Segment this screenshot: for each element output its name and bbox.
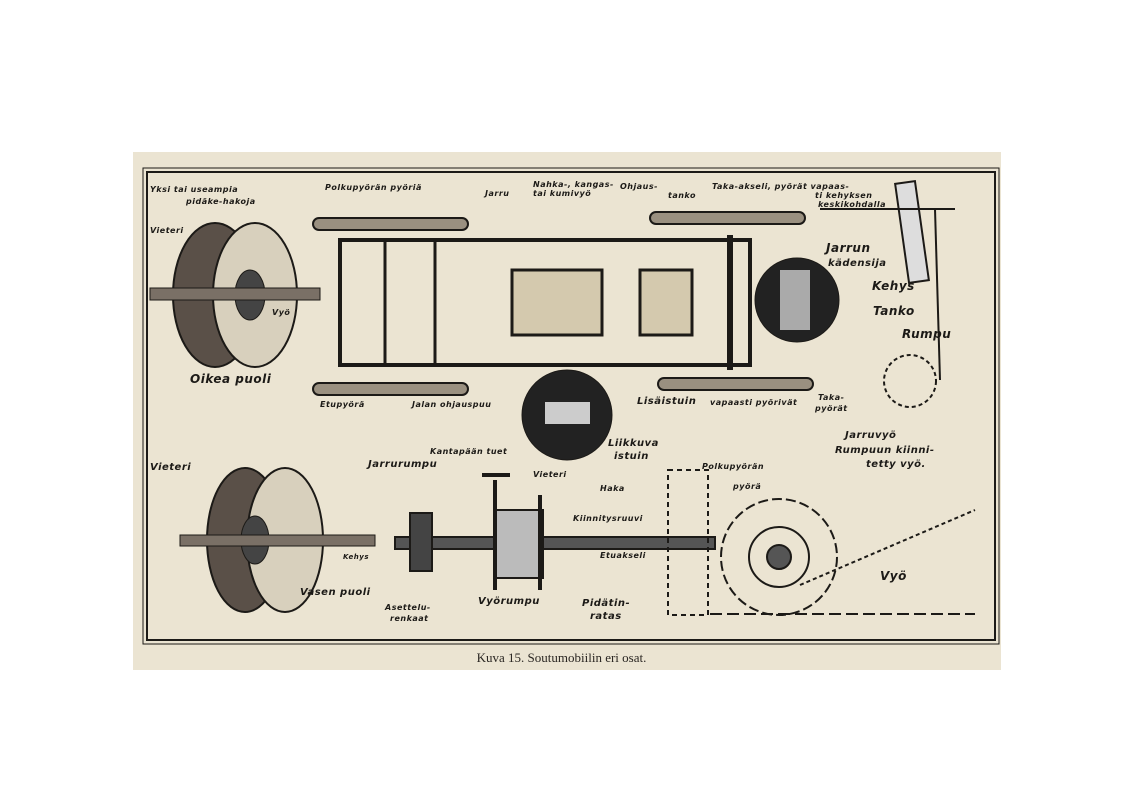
label-nahka-2: tai kumivyö	[533, 189, 592, 198]
label-pidatin-2: ratas	[590, 611, 622, 622]
right-side-wheel	[149, 222, 321, 368]
label-ohjaus-1: Ohjaus-	[620, 182, 658, 191]
label-vieteri-top: Vieteri	[150, 226, 184, 235]
chassis-top-view	[338, 235, 752, 370]
bicycle-wheel-outline	[667, 469, 709, 616]
label-etupyora: Etupyörä	[320, 400, 365, 409]
label-jarrun: Jarrun	[826, 241, 871, 255]
label-tanko: Tanko	[873, 304, 915, 318]
label-polkupyoran: Polkupyörän	[702, 462, 765, 471]
label-nahka-1: Nahka-, kangas-	[533, 180, 614, 189]
label-jarrurumpu: Jarrurumpu	[368, 459, 438, 470]
left-side-wheel	[179, 467, 376, 613]
label-rumpuun-1: Rumpuun kiinni-	[835, 445, 935, 456]
label-rumpu: Rumpu	[902, 327, 952, 341]
label-vieteri-bottom-left: Vieteri	[150, 462, 192, 473]
label-kantapaan-tuet: Kantapään tuet	[430, 447, 508, 456]
label-jarru: Jarru	[485, 189, 510, 198]
drum-detail	[883, 354, 937, 408]
label-liikkuva: Liikkuva	[608, 438, 659, 449]
label-taka-akseli-2: ti kehyksen	[815, 191, 873, 200]
label-pyora: pyörä	[733, 482, 762, 491]
label-vyo-top: Vyö	[272, 308, 291, 317]
label-taka: Taka-	[818, 393, 845, 402]
label-istuin: istuin	[614, 451, 649, 462]
label-haka: Haka	[600, 484, 625, 493]
label-taka-akseli-3: keskikohdalla	[818, 200, 887, 209]
label-jarruvyo: Jarruvyö	[845, 430, 897, 441]
label-ohjaus-2: tanko	[668, 191, 696, 200]
figure-outer-frame	[142, 167, 1000, 645]
label-vasen-puoli: Vasen puoli	[300, 587, 371, 598]
label-rumpuun-2: tetty vyö.	[866, 459, 926, 470]
label-kehys: Kehys	[872, 279, 915, 293]
label-etuakseli: Etuakseli	[600, 551, 646, 560]
label-kiinnitysruuvi: Kiinnitysruuvi	[573, 514, 643, 523]
label-oikea-puoli: Oikea puoli	[190, 372, 272, 386]
label-pyorat: pyörät	[815, 404, 848, 413]
label-vapaasti-pyorivat: vapaasti pyörivät	[710, 398, 798, 407]
label-polkupyoran-pyoria: Polkupyörän pyöriä	[325, 183, 422, 192]
label-vyo-bottom: Vyö	[880, 569, 907, 583]
label-pidake-hakoja: pidäke-hakoja	[186, 197, 256, 206]
label-asettelu-2: renkaat	[390, 614, 429, 623]
figure-frame	[146, 171, 996, 641]
belt-drum-side	[710, 498, 976, 616]
label-yksi-tai: Yksi tai useampia	[150, 185, 239, 194]
label-lisaistuin: Lisäistuin	[637, 396, 697, 407]
label-jalan-ohjauspuu: Jalan ohjauspuu	[412, 400, 492, 409]
brake-handle	[820, 179, 955, 381]
label-taka-akseli-1: Taka-akseli, pyörät vapaas-	[712, 182, 850, 191]
label-vyorumpu: Vyörumpu	[478, 596, 540, 607]
figure-caption: Kuva 15. Soutumobiilin eri osat.	[476, 650, 647, 665]
label-vieteri-mid: Vieteri	[533, 470, 567, 479]
label-kehys-small: Kehys	[343, 553, 370, 561]
front-axle-assembly	[394, 473, 716, 590]
bicycle-wheels-top	[312, 211, 814, 396]
label-kadensija: kädensija	[828, 258, 887, 269]
label-asettelu-1: Asettelu-	[385, 603, 431, 612]
label-pidatin-1: Pidätin-	[582, 598, 631, 609]
seats	[510, 268, 694, 337]
